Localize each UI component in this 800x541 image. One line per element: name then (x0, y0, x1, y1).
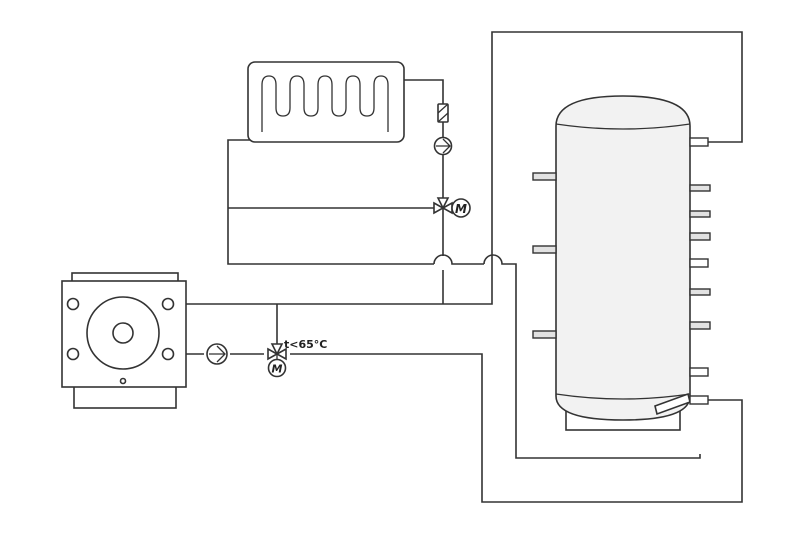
thermostatic-valve-icon (437, 103, 449, 123)
pipe-tank-lower (556, 454, 701, 459)
boiler (61, 272, 187, 409)
temperature-limit-label: t<65°C (284, 338, 327, 351)
boiler-pump-icon (206, 343, 228, 365)
heating-mixing-valve-icon (433, 197, 471, 218)
return-protection-valve-icon (267, 343, 287, 378)
heating-pump-icon (433, 136, 453, 156)
pipe-crossover-tank (483, 254, 556, 459)
buffer-tank (555, 95, 691, 431)
pipe-return-to-tank (290, 353, 743, 503)
pipe-radiator-return (227, 139, 434, 265)
return-valve-motor-label: M (272, 363, 283, 376)
pipe-radiator-supply-upper (404, 79, 444, 256)
pipe-boiler-supply (168, 31, 743, 305)
tank-nozzles (532, 137, 711, 405)
radiator (247, 61, 405, 143)
heating-valve-motor-label: M (455, 202, 467, 216)
radiator-coil (261, 75, 389, 132)
pipe-crossover-heating (433, 254, 484, 265)
